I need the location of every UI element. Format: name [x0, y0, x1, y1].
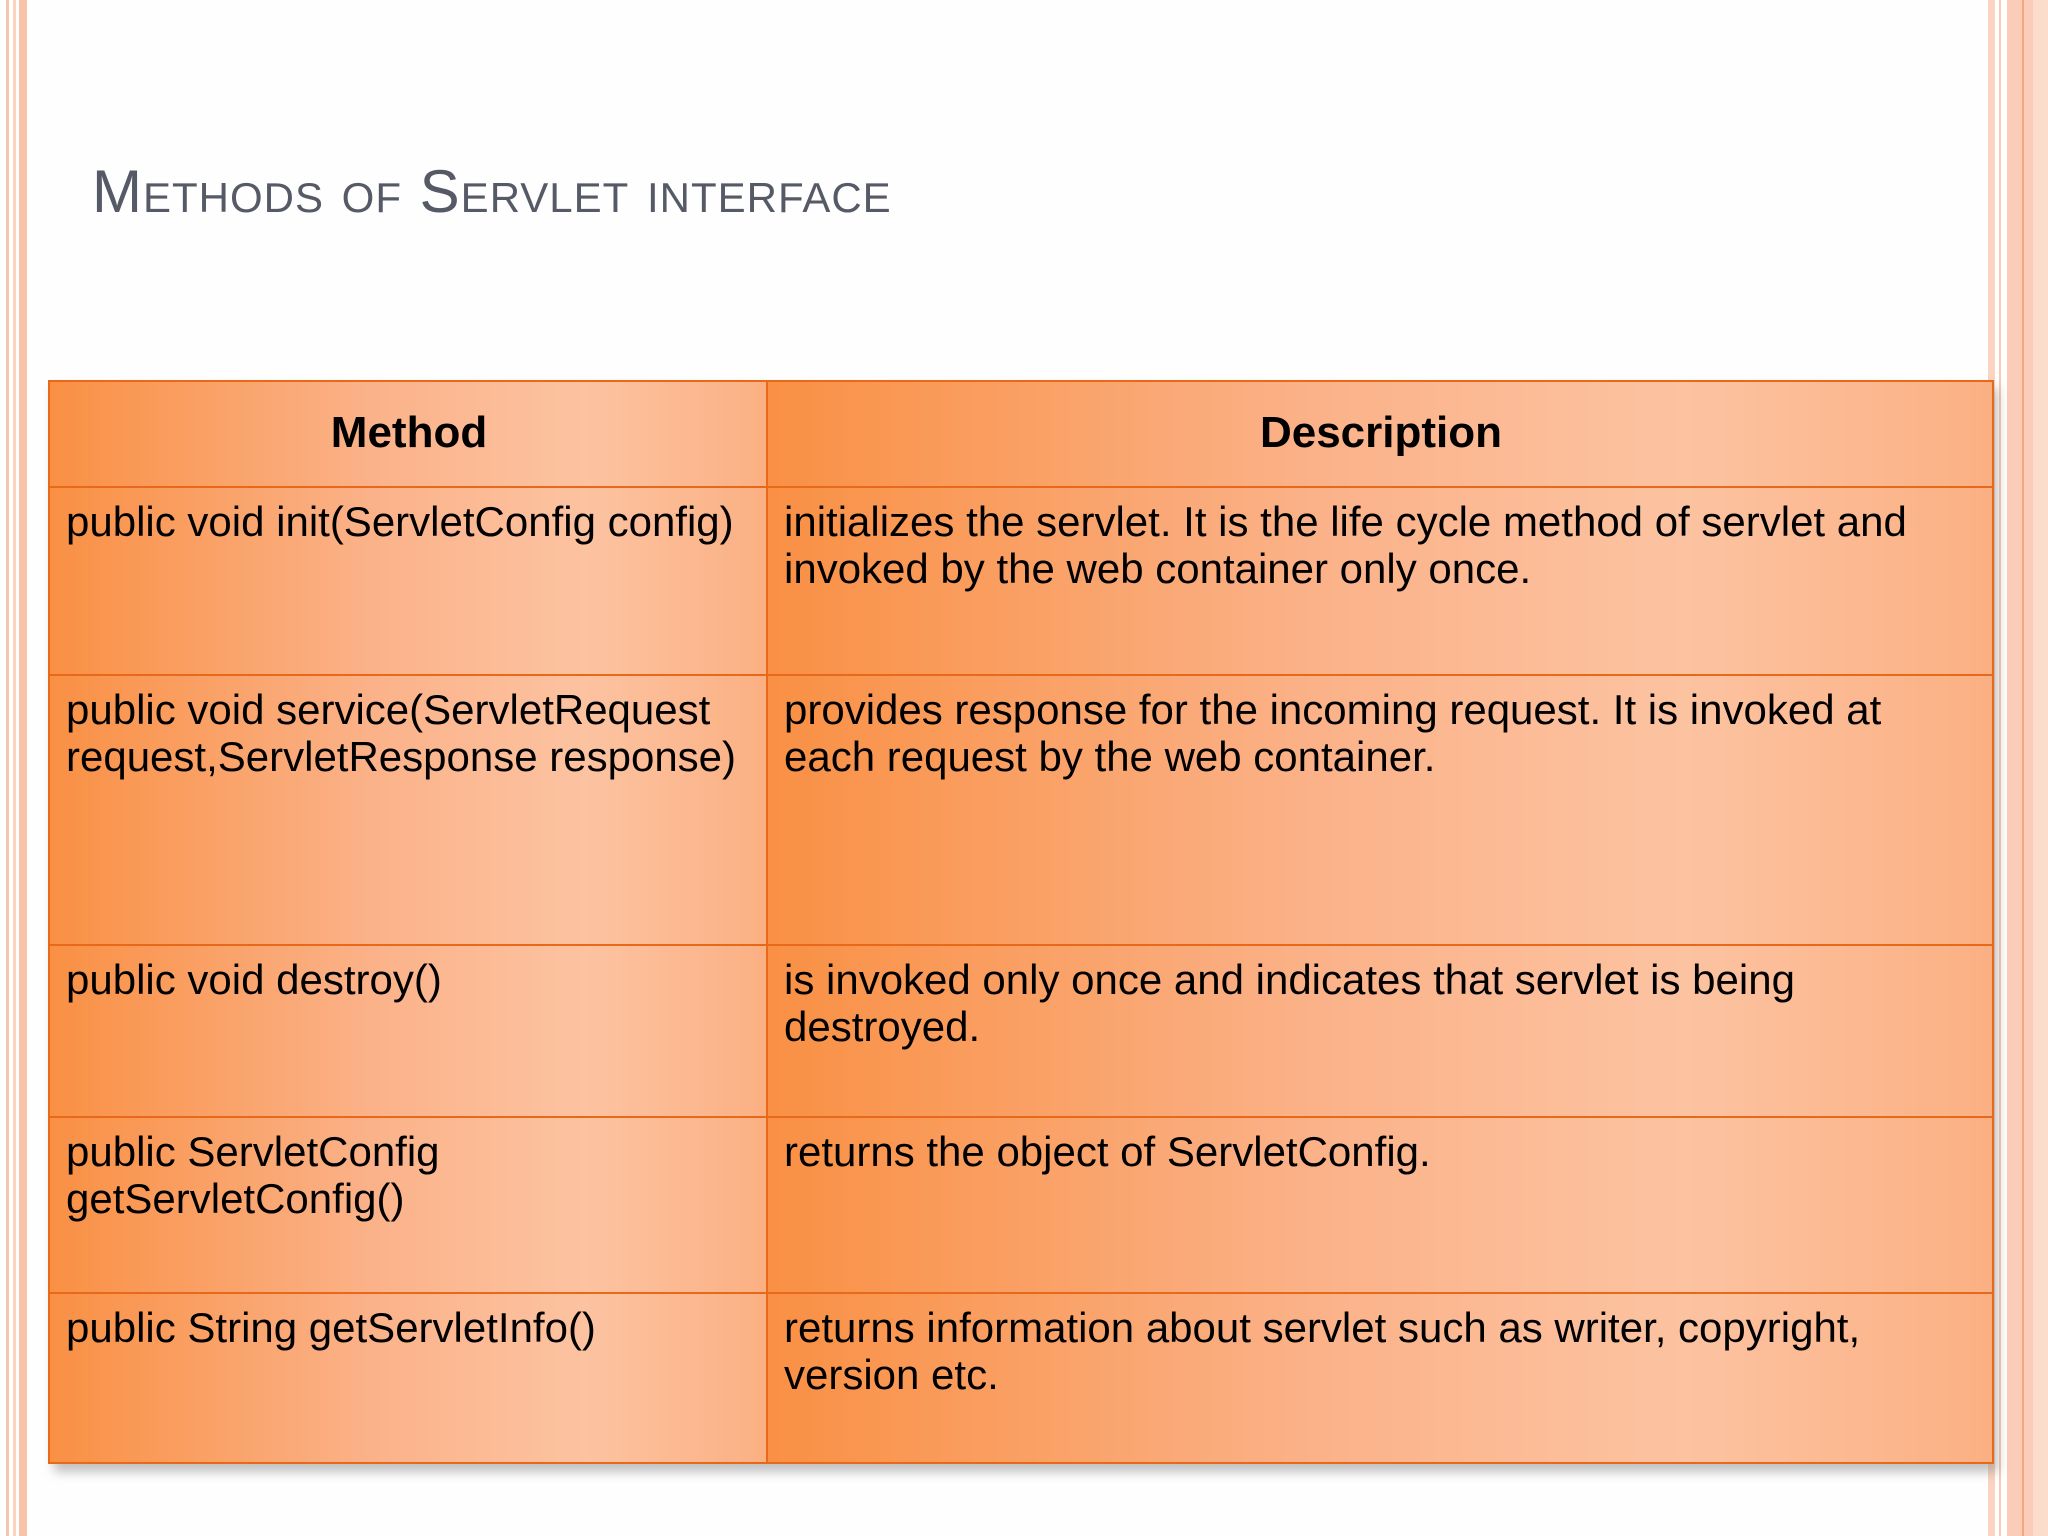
decorative-right-border — [1985, 0, 2048, 1536]
cell-description: returns the object of ServletConfig. — [766, 1116, 1994, 1294]
cell-description: is invoked only once and indicates that … — [766, 944, 1994, 1118]
page-title: Methods of Servlet interface — [92, 158, 892, 225]
column-header-description: Description — [766, 380, 1994, 488]
methods-table: Method Description public void init(Serv… — [48, 380, 1994, 1464]
methods-table-container: Method Description public void init(Serv… — [48, 380, 1994, 1464]
table-row: public ServletConfig getServletConfig() … — [48, 1116, 1994, 1294]
cell-method: public String getServletInfo() — [48, 1292, 768, 1464]
table-row: public void service(ServletRequest reque… — [48, 674, 1994, 946]
column-header-method: Method — [48, 380, 768, 488]
cell-description: provides response for the incoming reque… — [766, 674, 1994, 946]
cell-description: initializes the servlet. It is the life … — [766, 486, 1994, 676]
table-row: public void init(ServletConfig config) i… — [48, 486, 1994, 676]
table-row: public void destroy() is invoked only on… — [48, 944, 1994, 1118]
cell-method: public ServletConfig getServletConfig() — [48, 1116, 768, 1294]
decorative-left-border — [0, 0, 30, 1536]
table-row: public String getServletInfo() returns i… — [48, 1292, 1994, 1464]
cell-method: public void destroy() — [48, 944, 768, 1118]
table-header-row: Method Description — [48, 380, 1994, 488]
cell-method: public void service(ServletRequest reque… — [48, 674, 768, 946]
cell-method: public void init(ServletConfig config) — [48, 486, 768, 676]
cell-description: returns information about servlet such a… — [766, 1292, 1994, 1464]
